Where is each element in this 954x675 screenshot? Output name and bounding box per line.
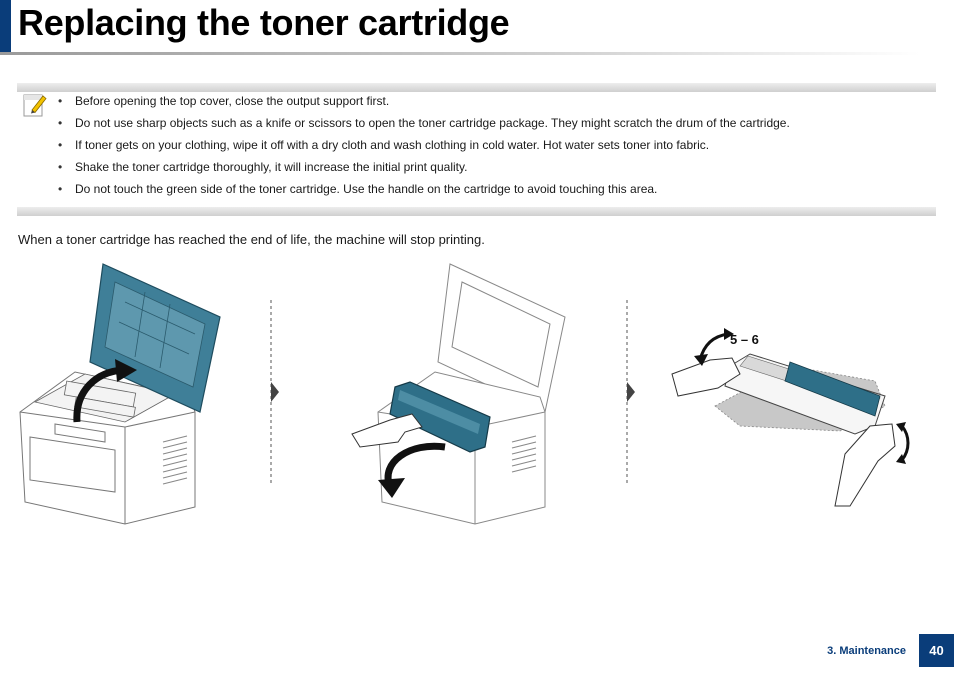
illustration-remove-cartridge [351, 263, 566, 525]
title-underline [0, 52, 920, 55]
step-separator [626, 300, 635, 486]
step-separator [270, 300, 279, 486]
note-item: Before opening the top cover, close the … [58, 92, 790, 114]
note-bottom-bar [17, 207, 936, 216]
footer-section: 3. Maintenance [827, 645, 906, 657]
shake-count-label: 5 – 6 [730, 332, 759, 347]
illustration-open-cover [19, 263, 221, 525]
page-title: Replacing the toner cartridge [18, 2, 510, 43]
title-accent-bar [0, 0, 11, 52]
note-item: Do not touch the green side of the toner… [58, 180, 790, 202]
note-item: Do not use sharp objects such as a knife… [58, 114, 790, 136]
intro-text: When a toner cartridge has reached the e… [18, 232, 485, 247]
page-number: 40 [919, 634, 954, 667]
pencil-note-icon [23, 94, 47, 117]
note-top-bar [17, 83, 936, 92]
note-item: If toner gets on your clothing, wipe it … [58, 136, 790, 158]
illustration-shake-cartridge: 5 – 6 [671, 328, 910, 507]
note-item: Shake the toner cartridge thoroughly, it… [58, 158, 790, 180]
note-list: Before opening the top cover, close the … [58, 92, 790, 202]
